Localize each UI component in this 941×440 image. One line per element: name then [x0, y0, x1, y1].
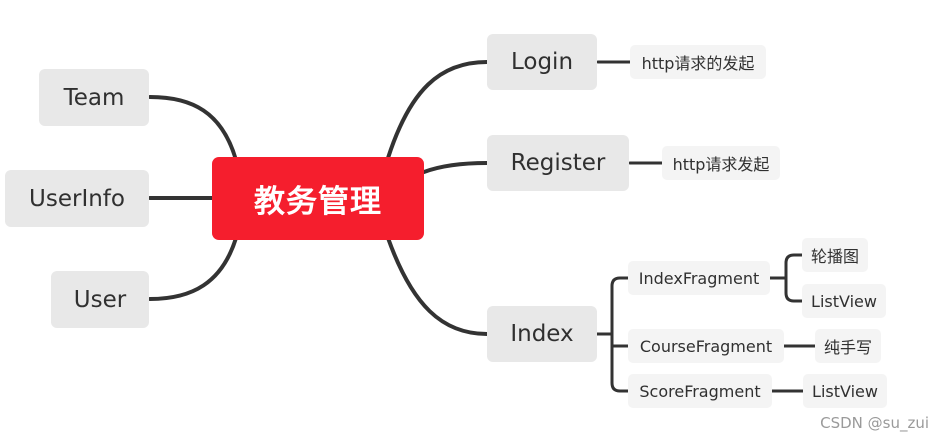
link-root-login: [386, 60, 489, 160]
node-coursefragment-child[interactable]: 纯手写: [815, 329, 881, 363]
link-indexfragment-bracket: [768, 253, 804, 303]
node-index[interactable]: Index: [487, 306, 597, 362]
node-scorefragment-child[interactable]: ListView: [803, 374, 887, 408]
watermark: CSDN @su_zui: [820, 414, 929, 432]
node-login[interactable]: Login: [487, 34, 597, 90]
link-root-team: [148, 95, 238, 162]
node-user[interactable]: User: [51, 271, 149, 328]
node-register[interactable]: Register: [487, 135, 629, 191]
node-team[interactable]: Team: [39, 69, 149, 126]
link-root-index: [386, 236, 489, 336]
node-indexfragment[interactable]: IndexFragment: [628, 261, 770, 295]
link-root-register: [422, 161, 489, 174]
node-scorefragment[interactable]: ScoreFragment: [628, 374, 772, 408]
node-register-child[interactable]: http请求发起: [662, 146, 780, 180]
link-index-bracket: [595, 276, 630, 393]
link-root-user: [148, 236, 238, 301]
node-indexfragment-child-2[interactable]: ListView: [802, 284, 886, 318]
node-userinfo[interactable]: UserInfo: [5, 170, 149, 227]
root-node[interactable]: 教务管理: [212, 157, 424, 240]
node-login-child[interactable]: http请求的发起: [630, 45, 766, 79]
node-coursefragment[interactable]: CourseFragment: [628, 329, 784, 363]
node-indexfragment-child-1[interactable]: 轮播图: [802, 238, 868, 272]
